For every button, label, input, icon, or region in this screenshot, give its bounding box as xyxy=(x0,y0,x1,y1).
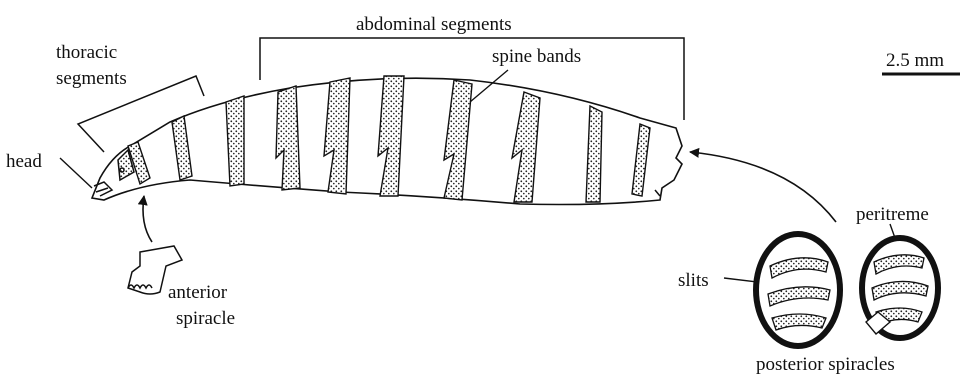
label-slits: slits xyxy=(678,270,709,291)
label-head: head xyxy=(6,151,42,172)
spine-band xyxy=(226,96,244,186)
label-posterior-spiracles: posterior spiracles xyxy=(756,354,895,375)
label-thoracic-line2: segments xyxy=(56,68,127,89)
head-leader xyxy=(60,158,92,188)
posterior-spiracle-right xyxy=(862,238,938,338)
label-abdominal: abdominal segments xyxy=(356,14,512,35)
label-thoracic-line1: thoracic xyxy=(56,42,117,63)
label-spine-bands: spine bands xyxy=(492,46,581,67)
label-peritreme: peritreme xyxy=(856,204,929,225)
posterior-spiracle-left xyxy=(756,234,840,346)
anterior-arrow xyxy=(143,196,152,242)
label-anterior-line2: spiracle xyxy=(176,308,235,329)
label-scale: 2.5 mm xyxy=(886,50,944,71)
label-anterior-line1: anterior xyxy=(168,282,228,303)
posterior-arrow xyxy=(690,152,836,222)
